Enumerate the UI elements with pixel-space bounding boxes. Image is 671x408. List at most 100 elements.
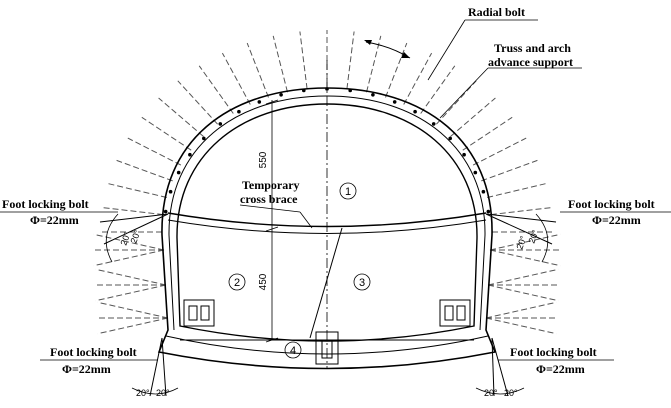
side-bolt-fans	[92, 233, 562, 335]
radial-bolt-line	[436, 80, 477, 125]
region-3: 3	[353, 273, 371, 291]
truss-label-line1: Truss and arch	[494, 41, 571, 55]
temporary-cross-brace	[167, 212, 487, 228]
radial-bolt-line	[272, 35, 288, 93]
dimension-upper: 550	[258, 151, 269, 168]
dimension-tick-bottom	[265, 337, 279, 343]
radial-bolt-line	[177, 80, 218, 125]
temp-brace-label-line2: cross brace	[240, 192, 298, 206]
radial-bolt-line	[346, 31, 355, 90]
foot-bolt-label-right-bottom: Foot locking bolt	[510, 345, 597, 359]
lining-knob	[462, 152, 466, 157]
lining-knob	[413, 109, 417, 114]
foot-bolt-label-left-upper: Foot locking bolt	[2, 197, 89, 211]
dimension-lower: 450	[258, 273, 269, 290]
outer-lining	[157, 87, 497, 370]
side-bolt-line	[487, 284, 559, 302]
angle-right-bottom-b: 20°	[504, 388, 518, 398]
right-drainage-box	[439, 299, 471, 327]
angle-left-upper-a: 20°	[118, 230, 132, 247]
side-bolt-line	[487, 268, 559, 286]
left-upper-foot-bolts	[99, 213, 169, 245]
dimension-tick-mid	[265, 226, 279, 232]
side-bolt-line	[489, 233, 561, 251]
lining-knobs	[163, 87, 491, 214]
temp-brace-leader	[239, 204, 301, 213]
dimension-tick-top	[265, 99, 279, 105]
phi-label-right-bottom: Φ=22mm	[536, 362, 585, 376]
side-bolt-line	[97, 317, 169, 335]
radial-bolt-line	[221, 52, 251, 105]
lining-knob	[257, 100, 262, 104]
lining-knob	[473, 170, 478, 175]
right-bottom-angle-arc	[475, 387, 525, 395]
radial-bolt-leader	[427, 19, 466, 81]
truss-leader	[439, 67, 489, 119]
lining-knob	[392, 100, 397, 104]
lining-knob	[218, 122, 223, 126]
svg-text:3: 3	[359, 277, 365, 289]
phi-label-left-bottom: Φ=22mm	[62, 362, 111, 376]
radial-bolt-line	[420, 65, 456, 114]
lining-knob	[237, 109, 241, 114]
truss-label-line2: advance support	[488, 55, 573, 69]
side-bolt-line	[97, 301, 169, 319]
svg-text:4: 4	[290, 345, 296, 357]
lining-knob	[431, 122, 436, 126]
foot-bolt-label-left-bottom: Foot locking bolt	[50, 345, 137, 359]
lining-knob	[348, 88, 353, 93]
left-drainage-box	[183, 299, 215, 327]
radial-bolt-line	[158, 97, 204, 137]
lining-knob	[279, 93, 283, 97]
radial-bolt-line	[487, 183, 546, 198]
lining-knob	[202, 136, 206, 141]
lining-knob	[163, 209, 168, 214]
radial-bolt-line	[403, 52, 433, 105]
side-bolt-line	[95, 284, 167, 302]
side-bolt-line	[489, 249, 561, 267]
diagonal-partition	[309, 227, 343, 339]
lining-knob	[325, 87, 329, 91]
radial-bolt-line	[481, 159, 538, 182]
radial-bolt-line	[366, 35, 382, 93]
angle-right-bottom-a: 20°	[484, 388, 498, 398]
radial-bolt-line	[490, 207, 551, 216]
radial-bolt-line	[299, 31, 308, 90]
svg-text:2: 2	[234, 277, 240, 289]
lining-knob	[371, 93, 375, 97]
radial-bolt-label: Radial bolt	[468, 5, 525, 19]
lining-knob	[168, 189, 173, 194]
radial-bolt-line	[103, 207, 164, 216]
lining-knob	[486, 209, 491, 214]
lining-knob	[481, 189, 486, 194]
angle-left-bottom-b: 20°	[156, 388, 170, 398]
radial-bolt-line	[108, 183, 167, 198]
side-bolt-line	[95, 268, 167, 286]
lining-knob	[448, 136, 453, 141]
radial-bolt-line	[462, 116, 513, 151]
radial-bolts	[102, 30, 552, 233]
phi-label-right-upper: Φ=22mm	[592, 213, 641, 227]
angle-right-upper-b: 20°	[526, 228, 540, 245]
radial-bolt-line	[385, 42, 408, 98]
right-bottom-foot-bolts	[491, 337, 509, 397]
center-drain	[315, 331, 339, 365]
right-upper-foot-bolts	[485, 213, 557, 245]
svg-text:1: 1	[345, 186, 351, 198]
side-bolt-line	[485, 317, 557, 335]
temp-brace-leader2	[299, 211, 313, 229]
lining-knob	[176, 170, 181, 175]
temporary-cross-brace-inner	[167, 219, 487, 234]
radial-bolt-line	[198, 65, 234, 114]
radial-bolt-line	[450, 97, 496, 137]
region-2: 2	[228, 273, 246, 291]
left-bottom-angle-arc	[131, 387, 179, 395]
region-1: 1	[339, 182, 357, 200]
radial-bolt-line	[141, 116, 192, 151]
radial-bolt-line	[127, 137, 182, 166]
bolt-spacing-arrow-l	[364, 40, 372, 45]
side-bolt-line	[93, 233, 165, 251]
lining-knob	[188, 152, 192, 157]
